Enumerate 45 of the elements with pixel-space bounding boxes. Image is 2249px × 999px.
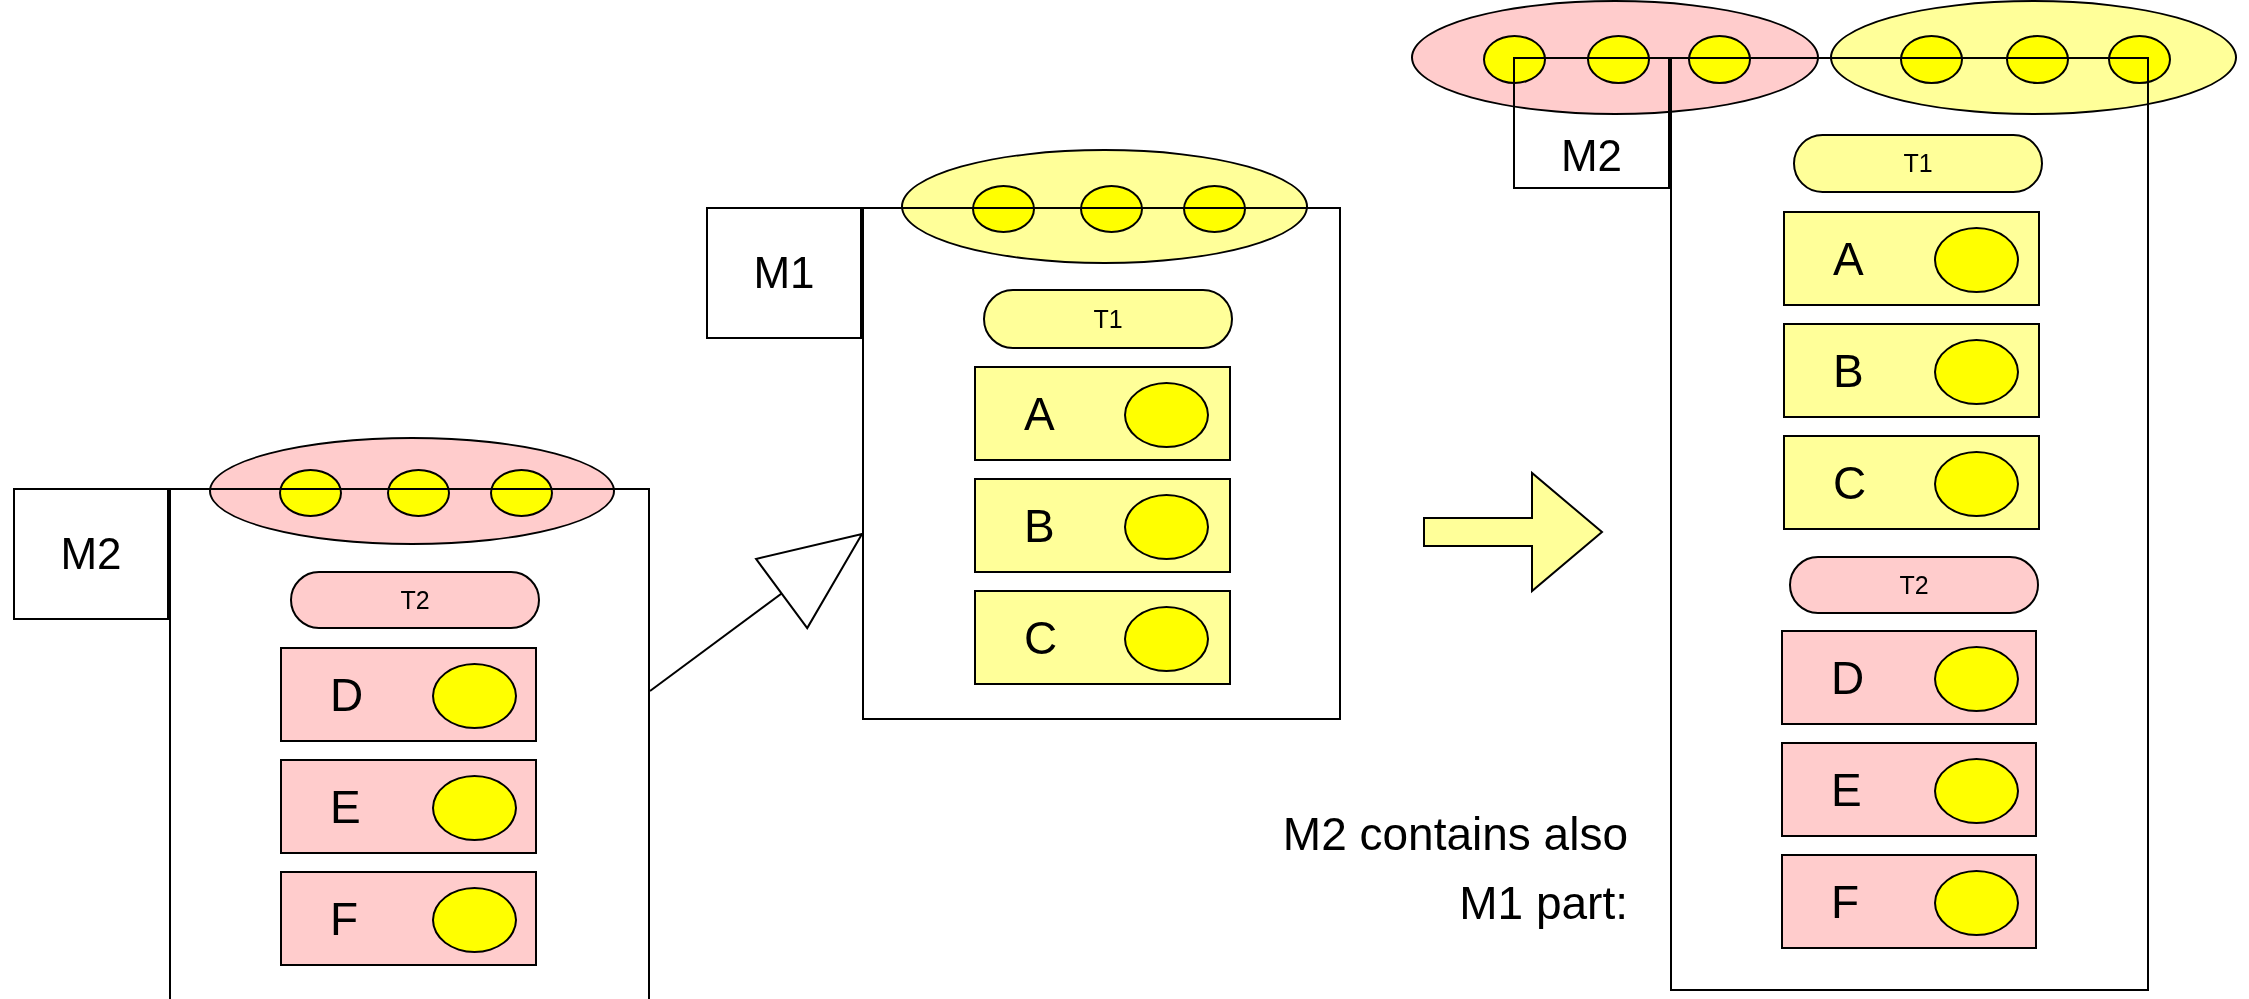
row-box (974, 366, 1231, 461)
row-box (1781, 854, 2037, 949)
label-box (706, 207, 862, 339)
row-box (1783, 323, 2040, 418)
pill-label: T2 (1899, 570, 1929, 600)
box-label: M1 (753, 248, 815, 298)
row-box (1783, 435, 2040, 530)
row-box (280, 647, 537, 742)
letter-label: F (330, 891, 359, 946)
pill (983, 289, 1233, 349)
letter-label: C (1024, 610, 1058, 665)
row-box (974, 590, 1231, 685)
box-label: M2 (1560, 131, 1623, 181)
container-frame (169, 488, 650, 999)
block-arrow (1423, 470, 1604, 594)
letter-label: C (1833, 455, 1867, 510)
pill (1789, 556, 2039, 614)
label-box (13, 488, 169, 620)
pill-label: T1 (1093, 304, 1123, 334)
letter-label: F (1831, 874, 1860, 929)
container-frame (862, 207, 1341, 720)
letter-label: E (330, 779, 361, 834)
letter-label: D (1831, 650, 1865, 705)
container-frame (1670, 57, 2149, 991)
letter-label: A (1024, 386, 1055, 441)
letter-label: E (1831, 762, 1862, 817)
box-label: M2 (60, 529, 122, 579)
letter-label: B (1024, 498, 1055, 553)
row-box (1783, 211, 2040, 306)
dot (1483, 35, 1546, 84)
note-text: M2 contains also M1 part: (1281, 807, 1628, 931)
pill-label: T1 (1903, 149, 1933, 178)
row-box (974, 478, 1231, 573)
row-box (1781, 742, 2037, 837)
letter-label: A (1833, 231, 1864, 286)
label-box (1513, 57, 1670, 189)
row-box (280, 759, 537, 854)
pill (290, 571, 540, 629)
dot (2108, 35, 2171, 84)
row-box (280, 871, 537, 966)
letter-label: D (330, 667, 364, 722)
row-box (1781, 630, 2037, 725)
pill-label: T2 (400, 585, 430, 615)
letter-label: B (1833, 343, 1864, 398)
inheritance-arrow (649, 533, 863, 692)
